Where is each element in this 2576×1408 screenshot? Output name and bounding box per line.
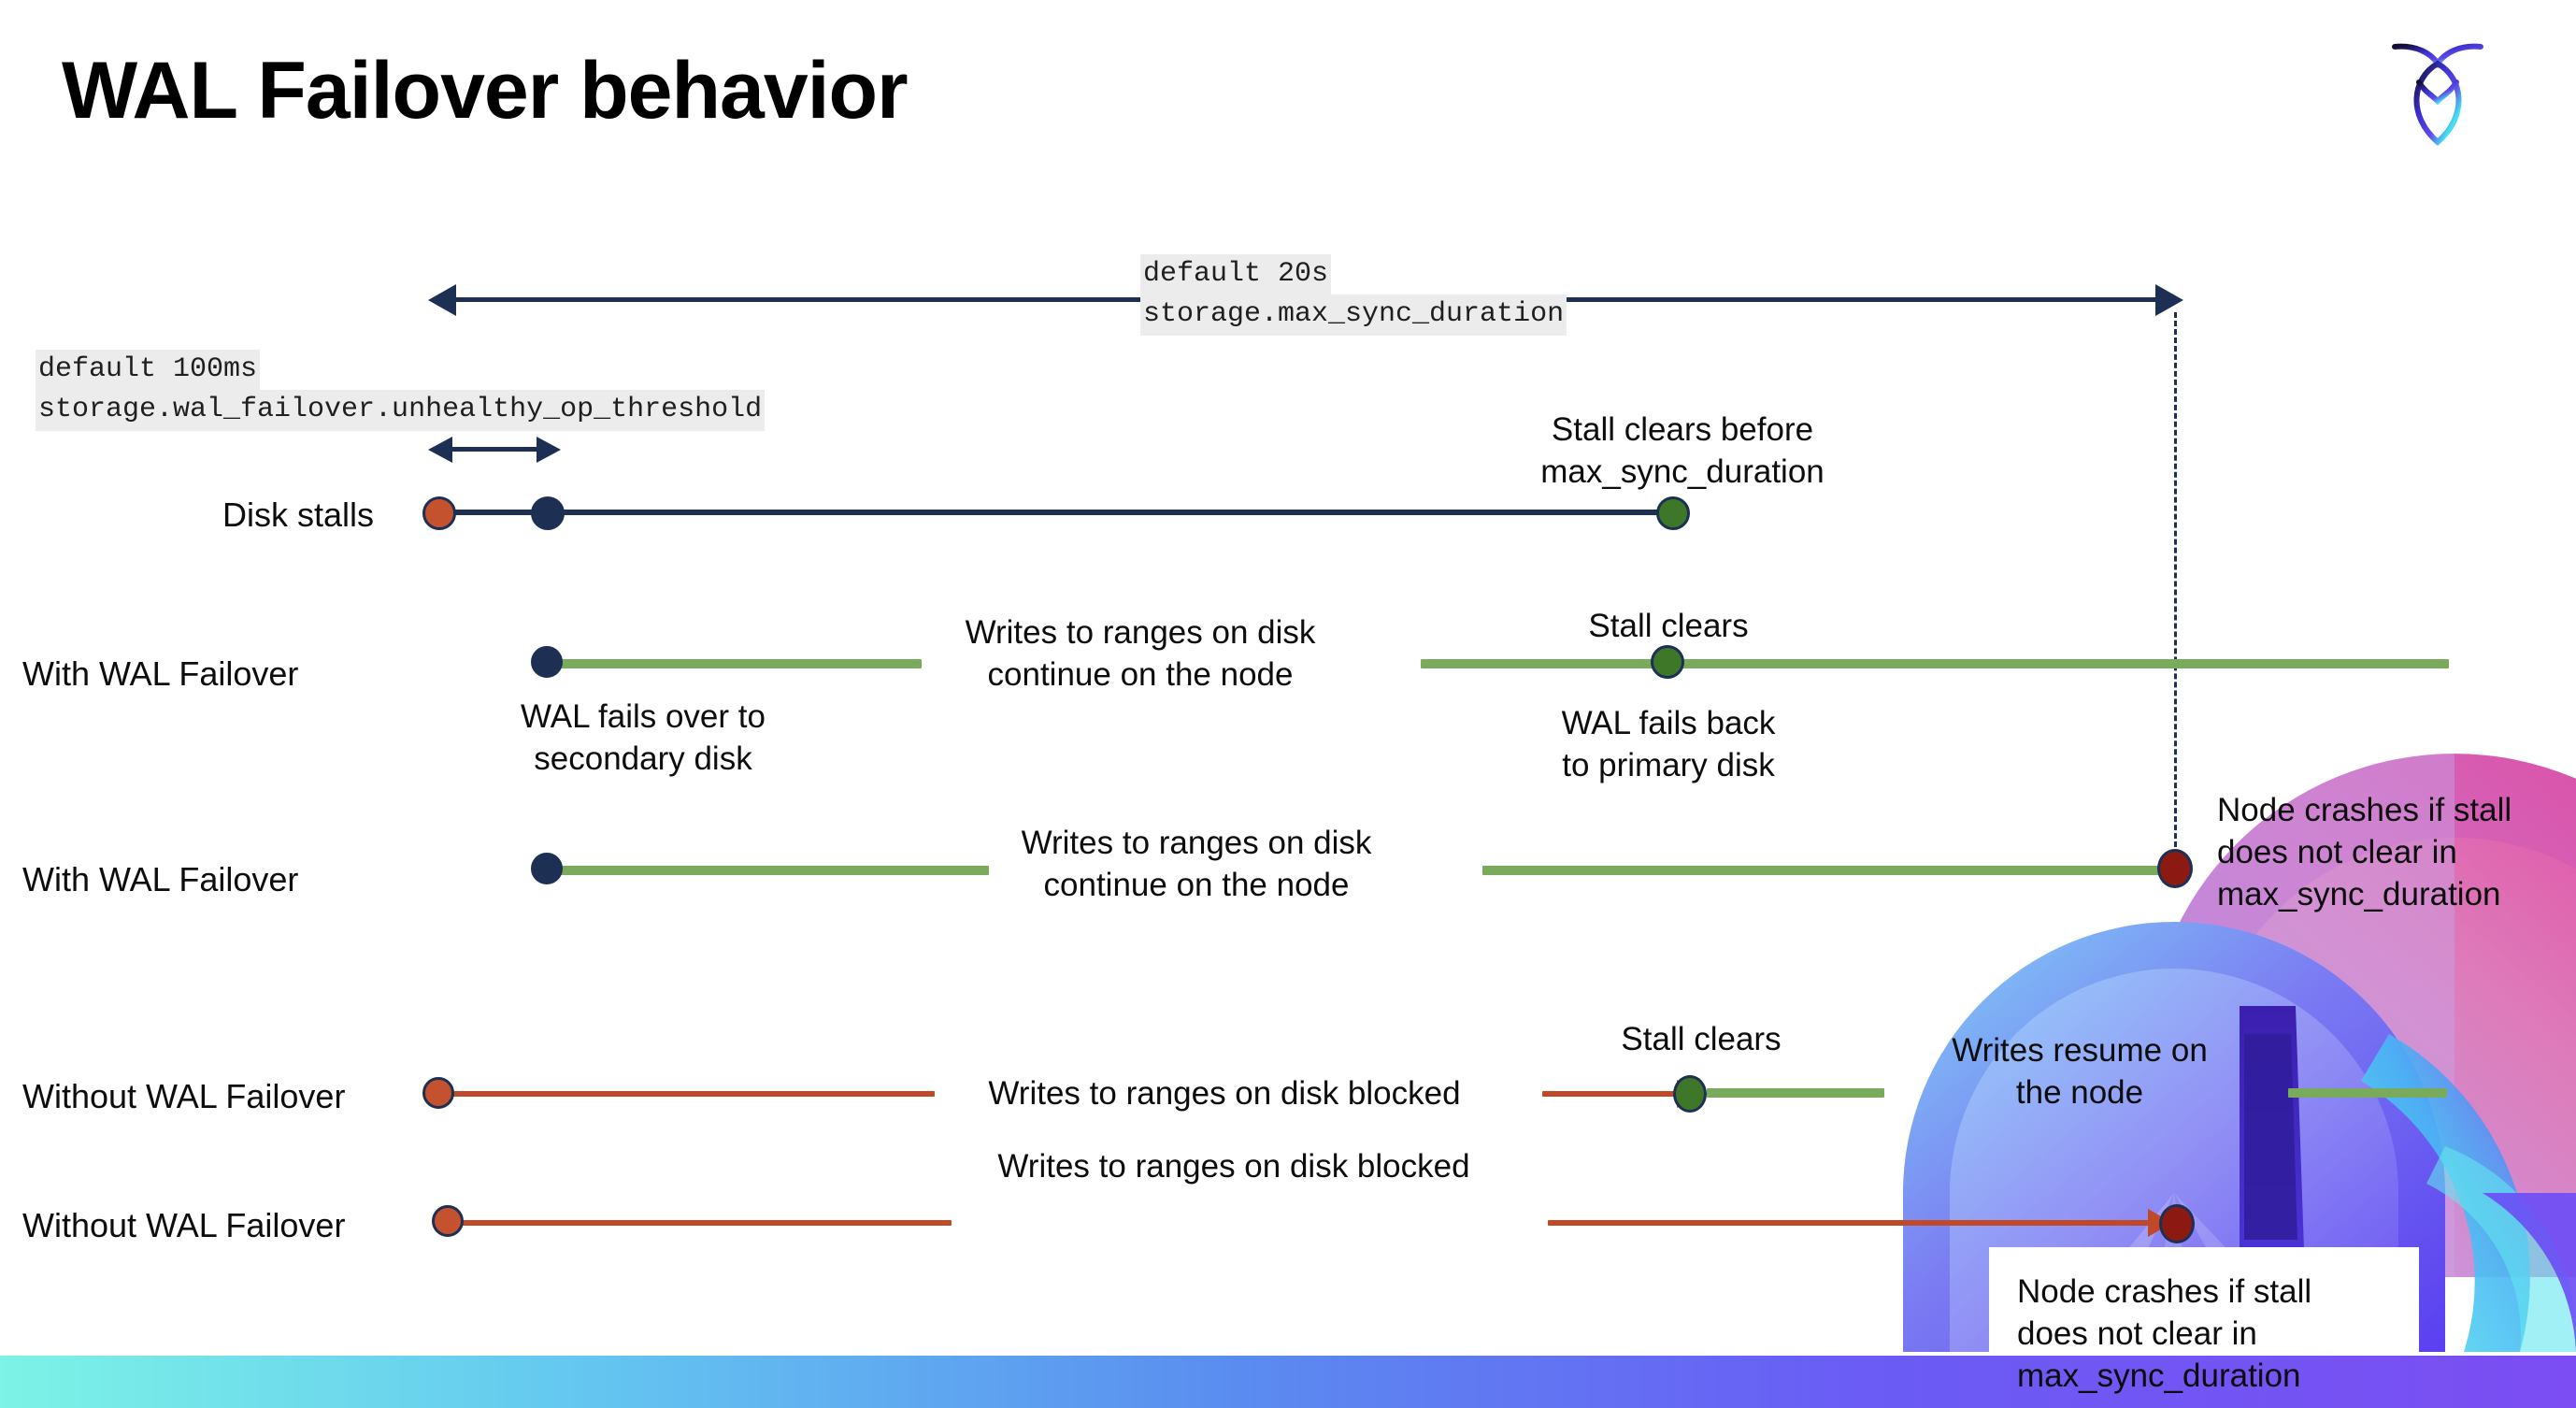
row-label-with-wal-failover-2: With WAL Failover (22, 860, 299, 898)
note-wal-fails-back-line1: WAL fails back (1561, 705, 1776, 741)
wal-failover-2-segment-a (540, 866, 989, 875)
note-stall-clears-2: Stall clears (1621, 1021, 1782, 1057)
note-node-crashes-1-line3: max_sync_duration (2217, 875, 2501, 912)
without-wal-1-stall-start-dot (422, 1077, 454, 1109)
note-node-crashes-2-line3: max_sync_duration (2017, 1357, 2301, 1394)
note-writes-continue-2-line1: Writes to ranges on disk (1021, 825, 1372, 861)
cockroachdb-logo (2383, 30, 2492, 153)
wal-failover-2-segment-b (1482, 866, 2183, 875)
note-wal-fails-back-line2: to primary disk (1562, 746, 1775, 783)
annotation-unhealthy-op-threshold: default 100ms storage.wal_failover.unhea… (36, 350, 766, 431)
row-label-with-wal-failover-1: With WAL Failover (22, 654, 299, 693)
note-node-crashes-1-line2: does not clear in (2217, 833, 2457, 870)
note-writes-continue-1-line1: Writes to ranges on disk (965, 614, 1316, 651)
without-wal-2-blocked-segment-a (458, 1220, 952, 1226)
without-wal-1-resume-segment-a (1707, 1088, 1884, 1098)
annotation-max-sync-duration: default 20s storage.max_sync_duration (1140, 254, 1567, 336)
note-node-crashes-1-line1: Node crashes if stall (2217, 792, 2512, 828)
note-node-crashes-2: Node crashes if stall does not clear in … (2017, 1272, 2410, 1397)
note-writes-resume: Writes resume on the node (1925, 1030, 2234, 1114)
without-wal-1-stall-clears-dot (1673, 1075, 1707, 1113)
wal-failover-1-segment-a (540, 659, 922, 668)
disk-stall-detected-dot (531, 496, 565, 530)
threshold-arrow-left-head (428, 437, 452, 463)
note-stall-clears-before: Stall clears before max_sync_duration (1514, 409, 1851, 494)
note-stall-clears-before-line1: Stall clears before (1551, 411, 1814, 448)
note-wal-fails-over: WAL fails over to secondary disk (456, 697, 830, 781)
page-title: WAL Failover behavior (62, 46, 909, 136)
wal-failover-1-segment-b (1421, 659, 2449, 668)
note-writes-continue-2-line2: continue on the node (1043, 866, 1350, 903)
without-wal-1-blocked-segment-b (1542, 1091, 1681, 1097)
note-node-crashes-2-line1: Node crashes if stall (2017, 1273, 2312, 1310)
note-wal-fails-over-line2: secondary disk (534, 740, 752, 777)
note-writes-continue-1: Writes to ranges on disk continue on the… (935, 612, 1346, 697)
max-sync-deadline-dashed-line (2174, 312, 2177, 881)
row-label-without-wal-failover-2: Without WAL Failover (22, 1206, 346, 1244)
disk-stall-cleared-dot (1656, 496, 1690, 530)
note-writes-resume-line2: the node (2015, 1073, 2144, 1111)
bottom-gradient-bar (0, 1356, 2576, 1408)
without-wal-2-crash-dot (2159, 1204, 2195, 1243)
row-label-disk-stalls: Disk stalls (222, 496, 375, 534)
disk-stalls-timeline (447, 510, 1673, 515)
unhealthy-default-text: default 100ms (36, 350, 261, 391)
threshold-arrow-right-head (537, 437, 561, 463)
wal-failover-2-start-dot (531, 853, 563, 884)
without-wal-2-stall-start-dot (432, 1205, 464, 1237)
max-sync-setting-text: storage.max_sync_duration (1140, 295, 1567, 336)
span-arrow-left-head (428, 284, 456, 316)
note-writes-blocked-1: Writes to ranges on disk blocked (988, 1075, 1461, 1112)
row-label-without-wal-failover-1: Without WAL Failover (22, 1077, 346, 1115)
wal-failover-1-start-dot (531, 646, 563, 678)
note-stall-clears-1: Stall clears (1588, 608, 1749, 644)
note-writes-continue-1-line2: continue on the node (987, 655, 1294, 693)
unhealthy-setting-text: storage.wal_failover.unhealthy_op_thresh… (36, 390, 766, 431)
note-writes-continue-2: Writes to ranges on disk continue on the… (991, 823, 1402, 907)
disk-stall-start-dot (422, 496, 456, 530)
without-wal-1-blocked-segment-a (447, 1091, 935, 1097)
wal-failover-2-crash-dot (2157, 849, 2193, 888)
max-sync-default-text: default 20s (1140, 254, 1332, 295)
without-wal-1-resume-segment-b (2288, 1088, 2447, 1098)
note-node-crashes-2-line2: does not clear in (2017, 1315, 2257, 1352)
note-writes-blocked-2: Writes to ranges on disk blocked (997, 1148, 1470, 1185)
note-writes-resume-line1: Writes resume on (1952, 1032, 2208, 1069)
note-stall-clears-before-line2: max_sync_duration (1540, 453, 1825, 490)
note-wal-fails-over-line1: WAL fails over to (521, 698, 766, 735)
note-node-crashes-1: Node crashes if stall does not clear in … (2217, 790, 2572, 915)
wal-failover-1-stall-clears-dot (1651, 645, 1684, 679)
note-wal-fails-back: WAL fails back to primary disk (1486, 703, 1851, 787)
span-arrow-right-head (2155, 284, 2183, 316)
without-wal-2-blocked-segment-b (1548, 1220, 2152, 1226)
threshold-arrow-line (451, 447, 538, 452)
